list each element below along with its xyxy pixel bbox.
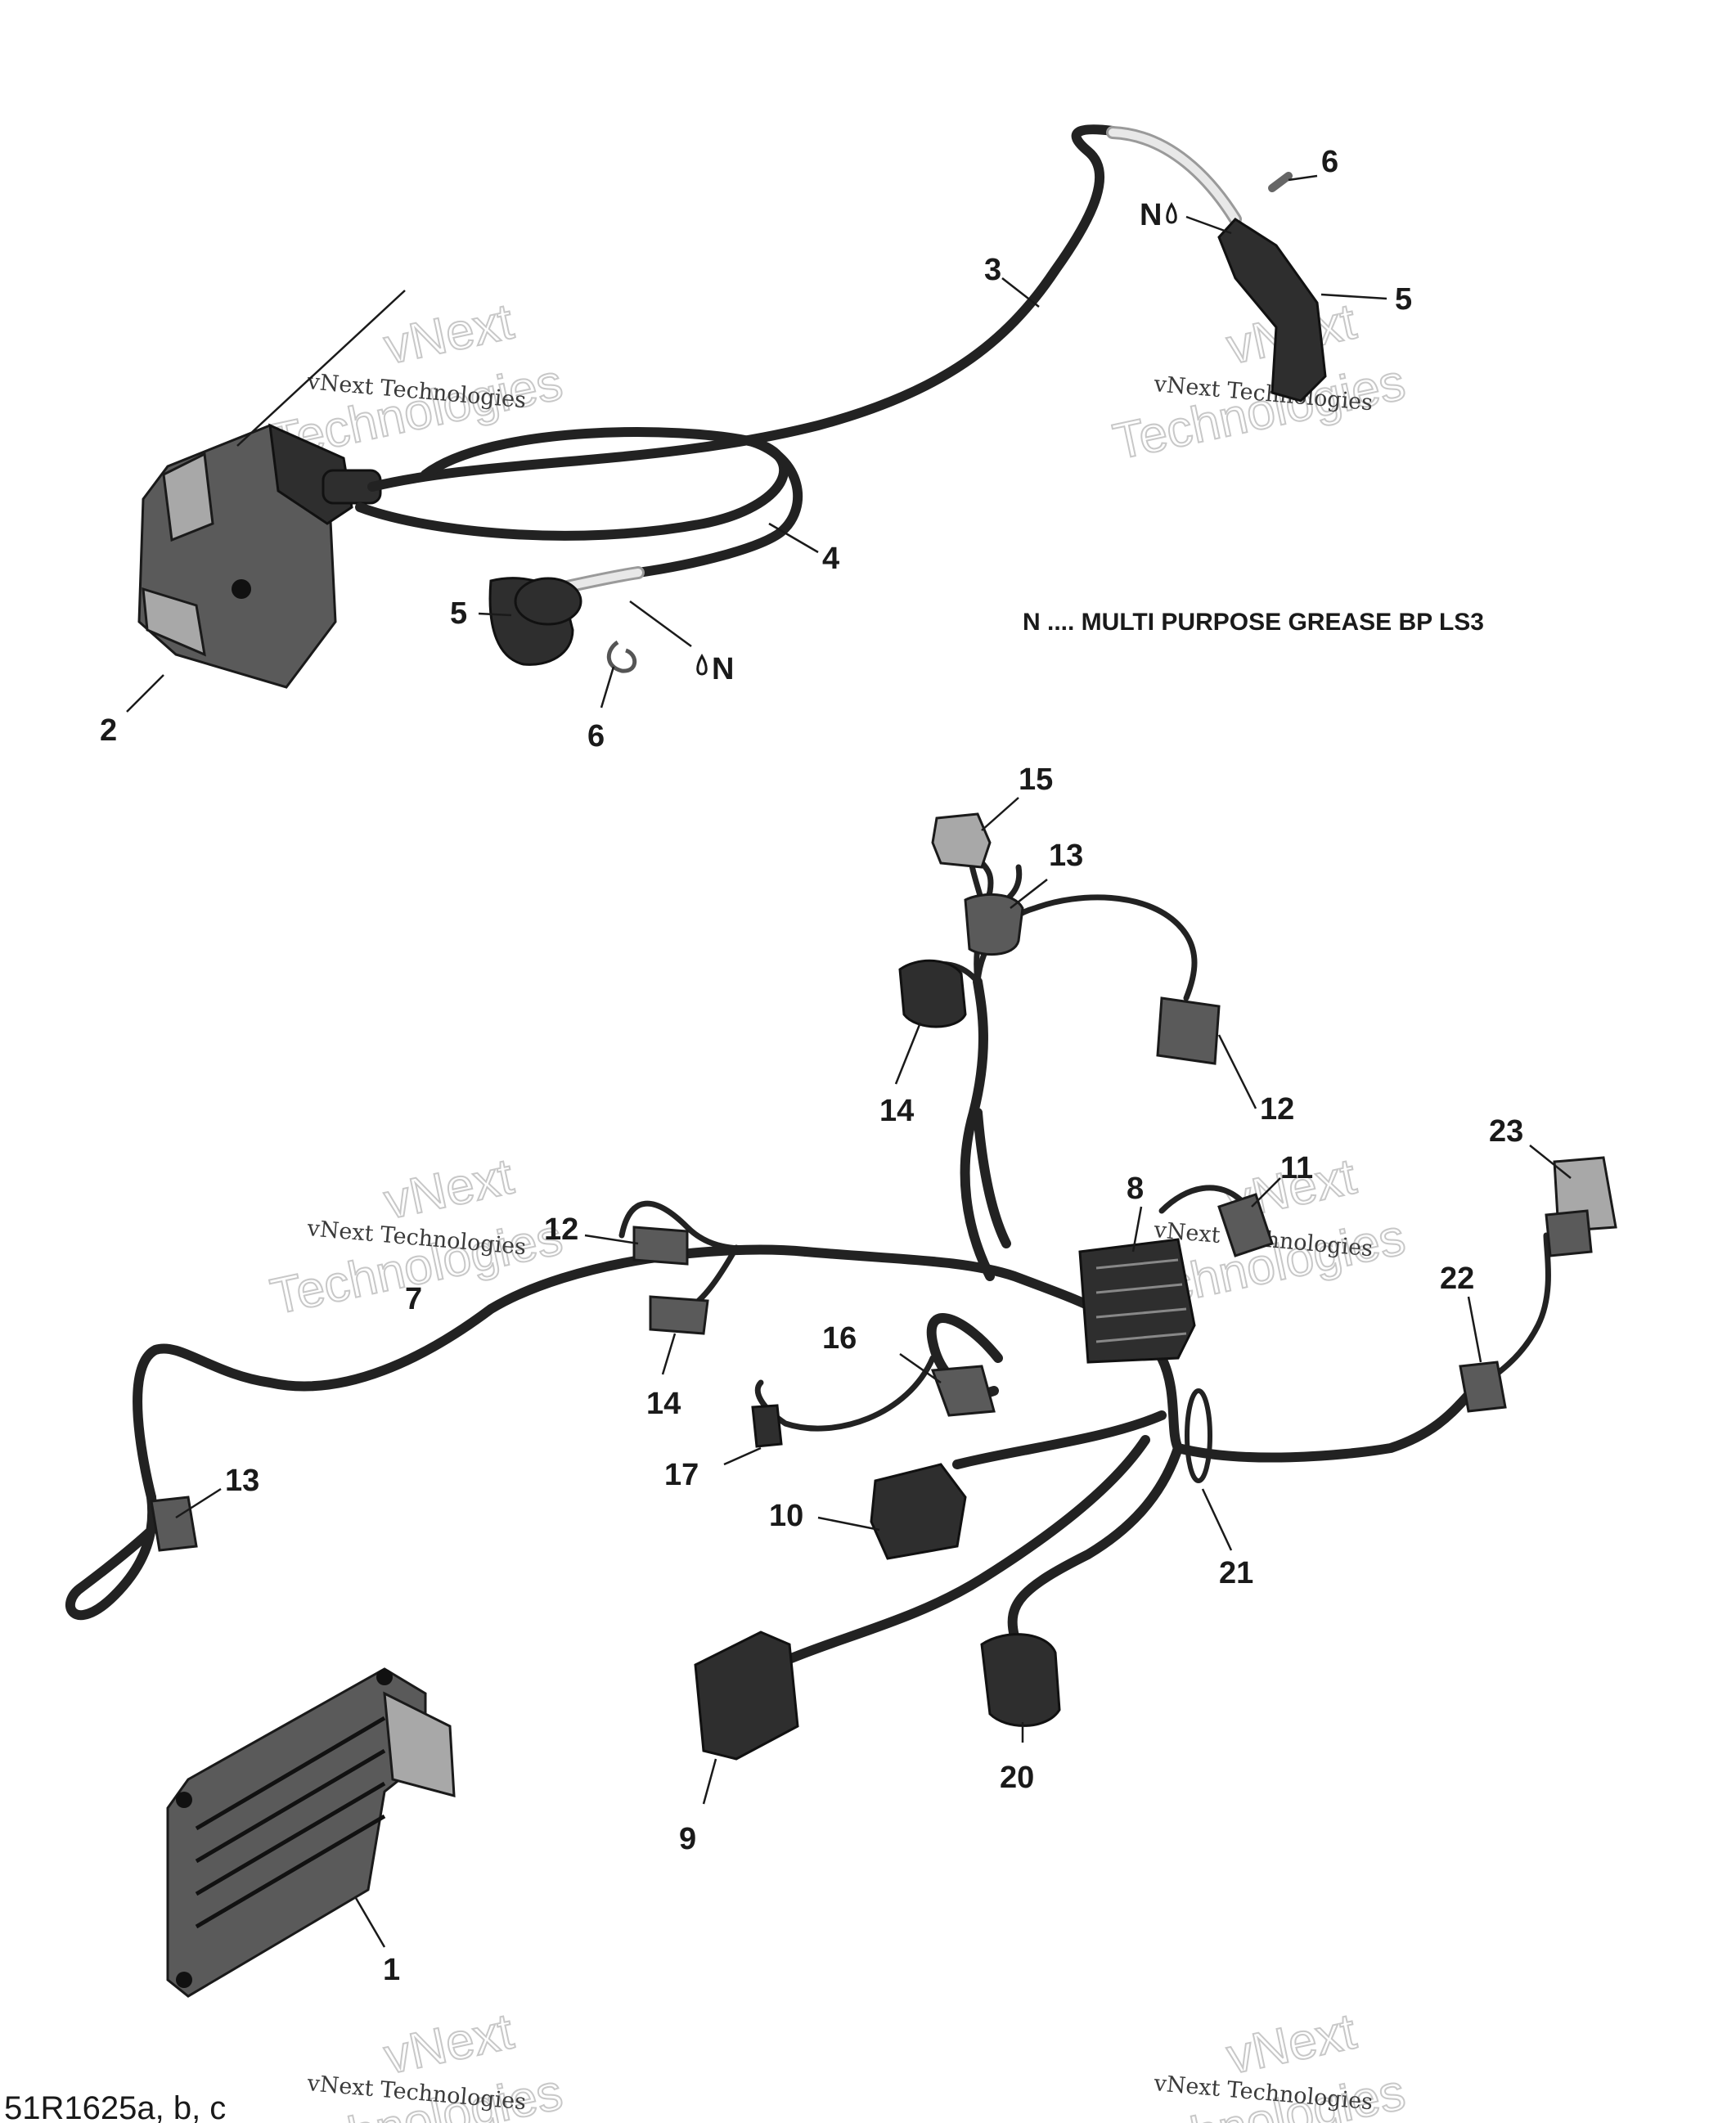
grease-mark-top: N [1140,198,1177,232]
grease-mark-label: N [1140,198,1162,232]
figure-code: 51R1625a, b, c [4,2090,226,2123]
spark-plug-cap-top [1217,218,1327,403]
main-harness [65,839,1551,1666]
callout-6: 6 [1321,145,1338,179]
callout-5: 5 [450,596,467,631]
ht-lead-3 [367,124,1242,492]
connector-14 [649,1295,709,1335]
callout-7: 7 [405,1282,422,1316]
callout-19: 17 [664,1458,699,1492]
connector-15 [964,893,1024,956]
grease-drop-icon [1166,202,1177,224]
watermark-big-top: vNext [1222,2004,1360,2085]
callout-14: 14 [646,1387,681,1421]
callout-15: 13 [1049,839,1083,873]
connector-12-upper [1156,996,1221,1065]
callout-2: 2 [100,713,117,748]
connector-16 [898,959,967,1028]
callout-12: 12 [544,1212,578,1247]
connector-23 [1545,1156,1617,1257]
callout-23: 23 [1489,1114,1523,1149]
callout-17: 15 [1019,762,1053,797]
callout-1: 1 [383,1953,400,1987]
connector-20 [980,1633,1061,1727]
callout-3: 3 [984,253,1001,287]
callout-10: 10 [769,1499,803,1533]
callouts: 6 5 3 4 5 6 2 15 13 14 12 23 11 8 12 7 1… [100,145,1523,1987]
callout-13: 13 [225,1464,259,1498]
connector-8 [1078,1238,1196,1364]
connector-18 [930,1365,996,1417]
connector-17 [931,812,992,869]
callout-6: 6 [587,719,605,753]
watermark-big-top: vNext [380,1149,518,1230]
connector-19 [751,1404,783,1448]
connector-22 [1459,1361,1507,1413]
connector-11 [1217,1193,1274,1257]
ecm-module [166,1667,456,1998]
callout-20: 20 [1000,1761,1034,1795]
callout-22: 22 [1440,1262,1474,1296]
grease-legend: N .... MULTI PURPOSE GREASE BP LS3 [1023,609,1484,636]
callout-11: 11 [1280,1151,1313,1185]
callout-16: 14 [879,1094,914,1128]
callout-8: 8 [1127,1172,1144,1206]
ignition-coil [137,423,382,689]
grease-mark-label: N [712,652,734,686]
ring-terminal-21 [1185,1388,1212,1483]
callout-5: 5 [1395,282,1412,317]
callout-4: 4 [822,542,839,576]
grease-drop-icon [696,654,708,676]
spark-plug-cap-bottom [488,577,582,666]
watermark: vNext Technologies [1108,293,1410,472]
callout-21: 21 [1219,1556,1253,1590]
callout-18: 16 [822,1321,857,1356]
connector-10 [870,1463,967,1560]
leader-lines [126,174,1572,1948]
callout-12: 12 [1260,1092,1294,1127]
connector-13 [150,1496,198,1552]
connector-9 [694,1630,799,1761]
callout-9: 9 [679,1822,696,1856]
grease-mark-bottom: N [696,652,734,686]
watermark-big-top: vNext [380,2004,518,2085]
clip [606,172,1293,673]
connector-12-left [632,1226,689,1266]
watermark-big-top: vNext [380,294,518,376]
